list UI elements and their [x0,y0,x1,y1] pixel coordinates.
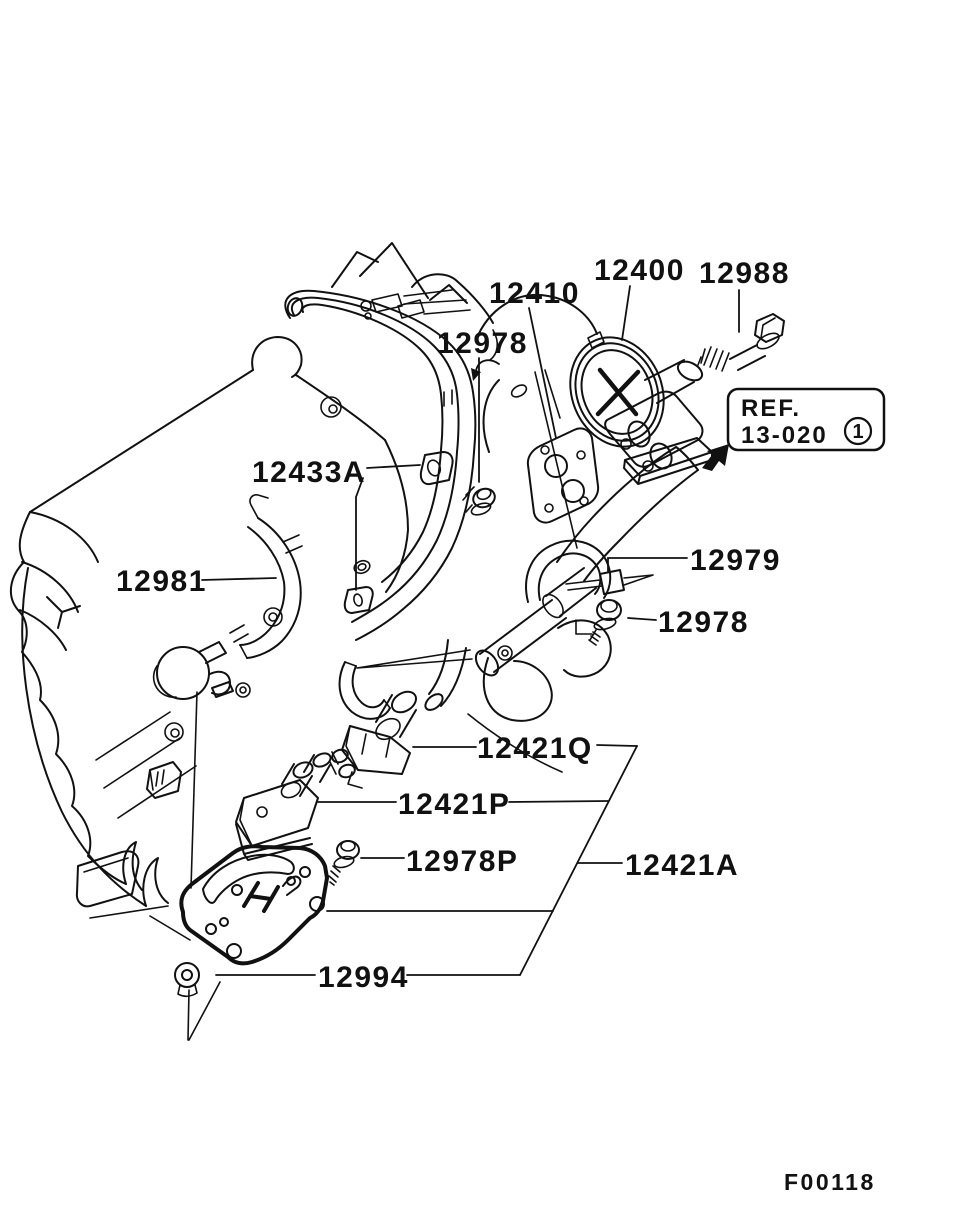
part-label-12421a: 12421A [625,849,739,882]
part-label-12994: 12994 [318,961,409,994]
part-label-12978p: 12978P [406,845,518,878]
grommet-drawing [174,962,200,998]
part-label-12433a: 12433A [252,456,366,489]
part-labels: 12400 12988 12410 12978 12433A 12981 129… [116,254,790,994]
part-label-12988: 12988 [699,257,790,290]
pipe-12979-drawing [474,539,654,677]
hose-12981-drawing [229,494,302,659]
ref-direction-arrow-icon [702,444,729,471]
part-label-12421q: 12421Q [477,732,593,765]
leader-lines [201,285,740,976]
ref-badge-number: 1 [852,421,863,443]
screw-12978-top-drawing [462,486,496,516]
part-label-12978-top: 12978 [437,327,528,360]
figure-code: F00118 [784,1169,876,1195]
hose-bundle [282,289,477,720]
part-label-12979: 12979 [690,544,781,577]
bracket-plate-drawing [179,844,329,966]
part-label-12400: 12400 [594,254,685,287]
ref-box: REF. 13-020 1 [726,387,886,452]
screw-12978p-drawing [328,840,360,886]
ref-box-line2: 13-020 [741,422,828,449]
vacuum-hose-drawing [556,446,699,582]
clip-12433a-drawing [343,451,454,614]
ref-box-line1: REF. [741,395,801,422]
part-label-12981: 12981 [116,565,207,598]
engine-outline [9,242,612,1041]
part-label-12978-mid: 12978 [658,606,749,639]
screw-12978-mid-drawing [588,599,622,646]
part-label-12421p: 12421P [398,788,510,821]
solenoid-valve-q-drawing [329,690,418,789]
bolt-drawing [697,313,785,372]
solenoid-valve-p-drawing [235,752,332,861]
ref-badge-circle [843,416,873,446]
gasket-drawing [526,427,600,524]
part-label-12410: 12410 [489,277,580,310]
